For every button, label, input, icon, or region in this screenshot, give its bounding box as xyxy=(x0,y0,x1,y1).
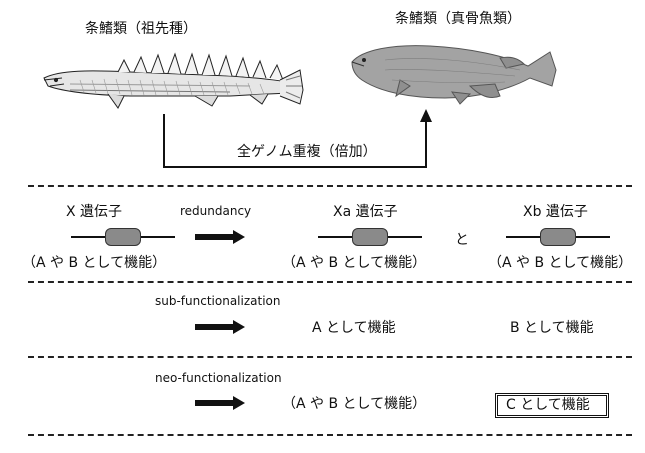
gene-box xyxy=(352,228,388,246)
x-gene-label: X 遺伝子 xyxy=(66,204,123,220)
ancestor-fish-label: 条鰭類（祖先種） xyxy=(85,21,197,37)
section-divider xyxy=(28,434,632,436)
xa-gene-function: （A や B として機能） xyxy=(282,255,427,271)
section-divider xyxy=(28,356,632,358)
section-divider xyxy=(28,185,632,187)
sub-functionalization-arrow xyxy=(195,320,245,334)
xa-gene-label: Xa 遺伝子 xyxy=(333,204,398,220)
neo-functionalization-arrow xyxy=(195,396,245,410)
xb-gene-label: Xb 遺伝子 xyxy=(523,204,588,220)
gene-box xyxy=(540,228,576,246)
gene-box xyxy=(105,228,141,246)
wgd-label: 全ゲノム重複（倍加） xyxy=(237,144,377,160)
conjunction-and: と xyxy=(455,232,469,248)
section-divider xyxy=(28,281,632,283)
xa-sub-function: A として機能 xyxy=(312,320,396,336)
new-function-box xyxy=(495,393,609,418)
sub-functionalization-label: sub-functionalization xyxy=(155,294,281,308)
neo-functionalization-label: neo-functionalization xyxy=(155,371,282,385)
redundancy-arrow xyxy=(195,230,245,244)
x-gene xyxy=(71,227,175,247)
xb-sub-function: B として機能 xyxy=(510,320,594,336)
redundancy-label: redundancy xyxy=(180,204,252,218)
xb-gene xyxy=(506,227,610,247)
teleost-fish-label: 条鰭類（真骨魚類） xyxy=(395,11,521,27)
xb-gene-function: （A や B として機能） xyxy=(488,255,633,271)
xb-neo-function: C として機能 xyxy=(506,397,590,413)
xa-gene xyxy=(318,227,422,247)
xa-neo-function: （A や B として機能） xyxy=(282,396,427,412)
x-gene-function: （A や B として機能） xyxy=(22,255,167,271)
